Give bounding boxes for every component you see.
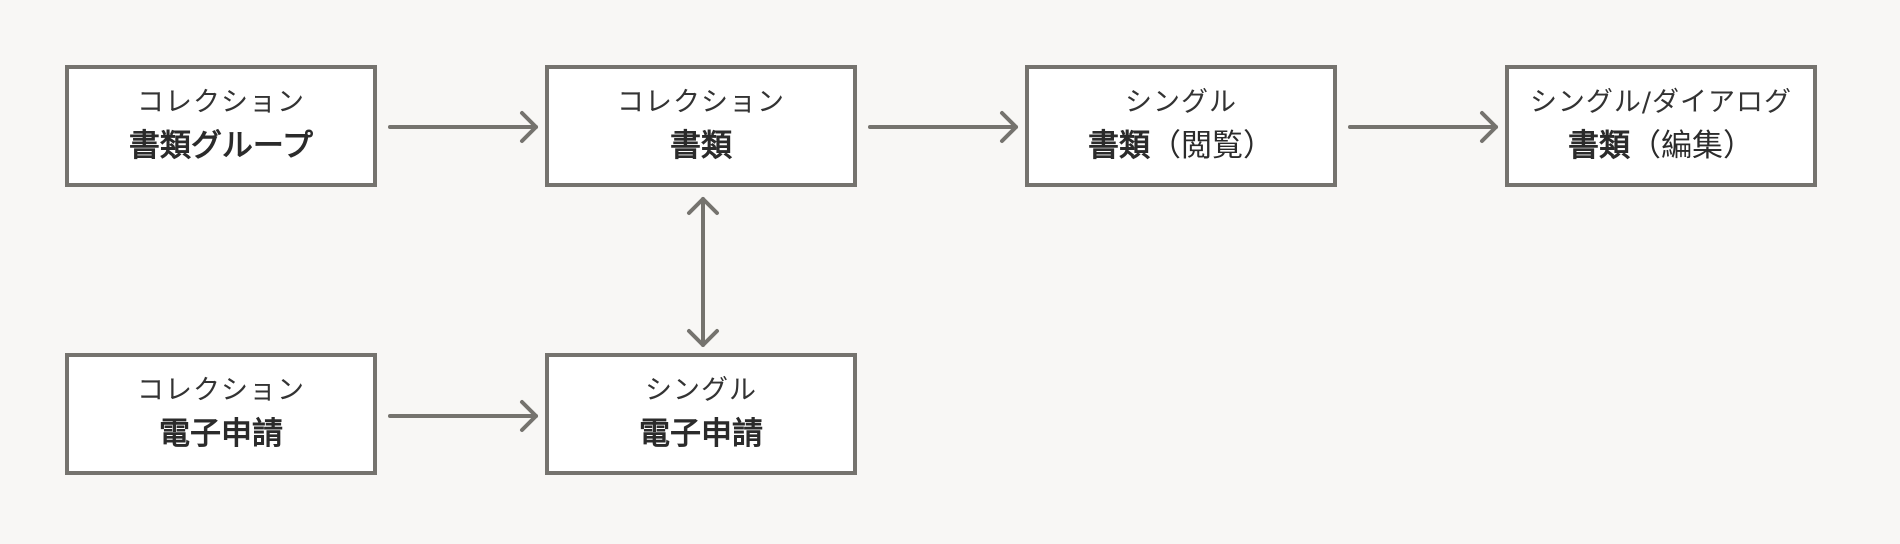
node-title: 書類グループ — [129, 125, 313, 167]
arrow-doc-to-doc-view — [868, 111, 1018, 143]
node-title-main: 書類 — [670, 128, 732, 164]
node-single-e-application: シングル 電子申請 — [545, 353, 857, 475]
node-title-suffix: （閲覧） — [1150, 128, 1274, 164]
arrow-collection-e-app-to-single-e-app — [388, 400, 538, 432]
arrow-doc-group-to-doc — [388, 111, 538, 143]
node-kind-label: シングル/ダイアログ — [1529, 87, 1793, 118]
node-kind-label: コレクション — [617, 87, 785, 118]
node-title-main: 電子申請 — [639, 416, 763, 452]
node-kind-label: シングル — [645, 375, 757, 406]
node-kind-label: コレクション — [137, 375, 305, 406]
node-title-suffix: （編集） — [1630, 128, 1754, 164]
node-title-main: 書類グループ — [128, 128, 314, 164]
node-title-main: 書類 — [1088, 128, 1150, 164]
arrow-bidirectional-doc-e-application — [687, 197, 719, 347]
node-collection-document-group: コレクション 書類グループ — [65, 65, 377, 187]
node-title-main: 書類 — [1568, 128, 1630, 164]
node-title: 電子申請 — [159, 413, 283, 455]
node-title: 書類（閲覧） — [1088, 125, 1274, 167]
node-title: 書類（編集） — [1568, 125, 1754, 167]
node-collection-e-application: コレクション 電子申請 — [65, 353, 377, 475]
node-single-document-view: シングル 書類（閲覧） — [1025, 65, 1337, 187]
node-title-main: 電子申請 — [159, 416, 283, 452]
node-title: 電子申請 — [639, 413, 763, 455]
arrow-doc-view-to-doc-edit — [1348, 111, 1498, 143]
node-collection-document: コレクション 書類 — [545, 65, 857, 187]
node-single-dialog-document-edit: シングル/ダイアログ 書類（編集） — [1505, 65, 1817, 187]
node-kind-label: シングル — [1125, 87, 1237, 118]
node-title: 書類 — [670, 125, 732, 167]
node-kind-label: コレクション — [137, 87, 305, 118]
